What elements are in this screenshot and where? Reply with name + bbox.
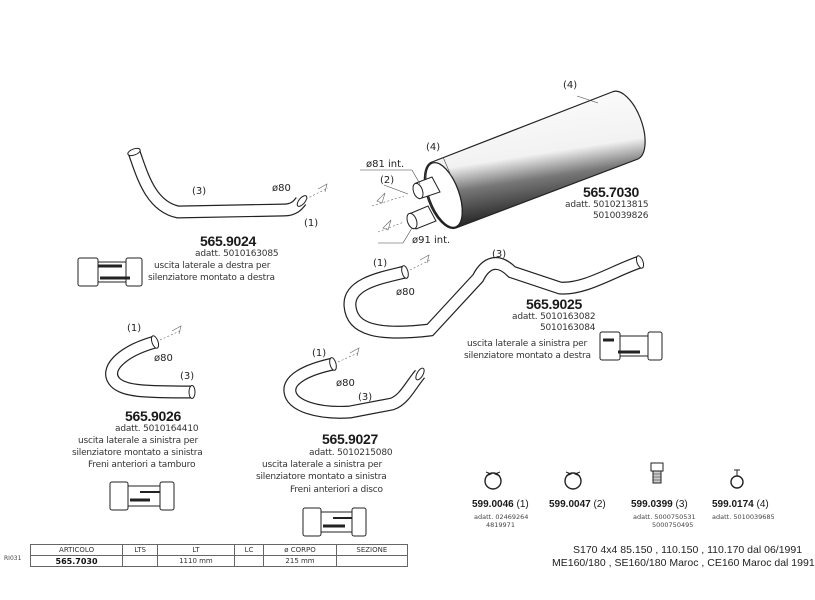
accessory-adatt-2: 4819971 [486,521,515,529]
dia-muffler-bottom: ø91 int. [412,235,451,246]
table-header: ARTICOLO [29,544,124,556]
part-code-565-9024: 565.9024 [200,233,256,249]
ref-9025-a: (1) [373,258,388,269]
p9026-line3: Freni anteriori a tamburo [88,460,196,470]
p9025-adatt: adatt. 5010163082 [512,312,596,322]
muffler-end-cap [425,161,463,229]
table-header-row: ARTICOLO LTS LT LC ø CORPO SEZIONE [29,544,409,556]
p9024-line2: silenziatore montato a destra [148,273,275,283]
p9025-line1: uscita laterale a sinistra per [467,339,587,349]
muffler-inlet-top [412,176,441,200]
ref-muffler-body-2: (4) [426,142,441,153]
table-header: LTS [122,544,159,556]
pipe-9024-drawing [127,147,329,219]
ref-9025-b: (3) [492,249,507,260]
table-row: 565.7030 1110 mm 215 mm [29,555,409,567]
table-header: SEZIONE [335,544,409,556]
clamp-icon [484,471,502,490]
mount-icon-9027 [302,507,367,537]
spec-table: ARTICOLO LTS LT LC ø CORPO SEZIONE 565.7… [29,544,409,567]
application-line-2: ME160/180 , SE160/180 Maroc , CE160 Maro… [552,557,815,569]
accessory-code: 599.0399 (3) [631,499,688,510]
dia-9024: ø80 [272,183,291,194]
table-cell: 215 mm [263,555,337,567]
table-cell [122,555,159,567]
dia-9027: ø80 [336,378,355,389]
accessory-code: 599.0047 (2) [549,499,606,510]
muffler-drawing [360,90,646,244]
p9025-line2: silenziatore montato a destra [464,351,591,361]
p9027-adatt: adatt. 5010215080 [309,448,393,458]
pipe-9026-drawing [105,325,196,399]
dia-9025: ø80 [396,287,415,298]
p9026-line1: uscita laterale a sinistra per [78,436,198,446]
mount-icon-9025 [599,331,663,361]
bolt-icon [650,462,664,484]
ref-9027-b: (3) [358,392,373,403]
ref-9024-a: (3) [192,186,207,197]
accessory-code: 599.0174 (4) [712,499,769,510]
clamp-icon [564,471,582,490]
table-header: LC [233,544,265,556]
hanger-icon [730,469,744,489]
table-cell [335,555,409,567]
p9026-adatt: adatt. 5010164410 [115,424,199,434]
table-header: LT [157,544,235,556]
part-code-565-9027: 565.9027 [322,431,378,447]
ref-9027-a: (1) [312,348,327,359]
ref-muffler-body: (4) [563,80,578,91]
muffler-inlet-bottom [406,205,437,230]
part-code-565-9025: 565.9025 [526,296,582,312]
p9024-line1: uscita laterale a destra per [154,261,271,271]
application-line-1: S170 4x4 85.150 , 110.150 , 110.170 dal … [573,544,803,556]
muffler-adatt: adatt. 5010213815 [565,200,649,210]
ref-9026-a: (1) [127,323,142,334]
mount-icon-9026 [109,481,175,511]
table-header: ø CORPO [263,544,337,556]
table-cell: 565.7030 [29,555,124,567]
accessory-code: 599.0046 (1) [472,499,529,510]
dia-9026: ø80 [154,353,173,364]
p9027-line1: uscita laterale a sinistra per [262,460,382,470]
ref-9024-b: (1) [304,218,319,229]
ref-muffler-inlet: (2) [380,175,395,186]
accessory-adatt-2: 5000750495 [652,521,694,529]
pipe-9027-drawing [283,347,426,419]
ref-9026-b: (3) [180,371,195,382]
table-cell: 1110 mm [157,555,235,567]
p9025-adatt-2: 5010163084 [540,323,596,333]
accessory-adatt: adatt. 5010039685 [712,513,775,521]
p9024-adatt: adatt. 5010163085 [195,249,279,259]
mount-icon-9024 [77,257,143,287]
accessory-adatt: adatt. 5000750531 [633,513,696,521]
p9027-line3: Freni anteriori a disco [290,485,383,495]
part-code-565-9026: 565.9026 [125,408,181,424]
table-cell [233,555,265,567]
side-code: RI031 [4,555,22,562]
accessory-adatt: adatt. 02469264 [474,513,529,521]
dia-muffler-top: ø81 int. [366,159,405,170]
p9027-line2: silenziatore montato a sinistra [256,472,387,482]
part-code-565-7030: 565.7030 [583,184,639,200]
pipe-9025-drawing [343,254,645,339]
p9026-line2: silenziatore montato a sinistra [72,448,203,458]
muffler-adatt-2: 5010039826 [593,211,649,221]
